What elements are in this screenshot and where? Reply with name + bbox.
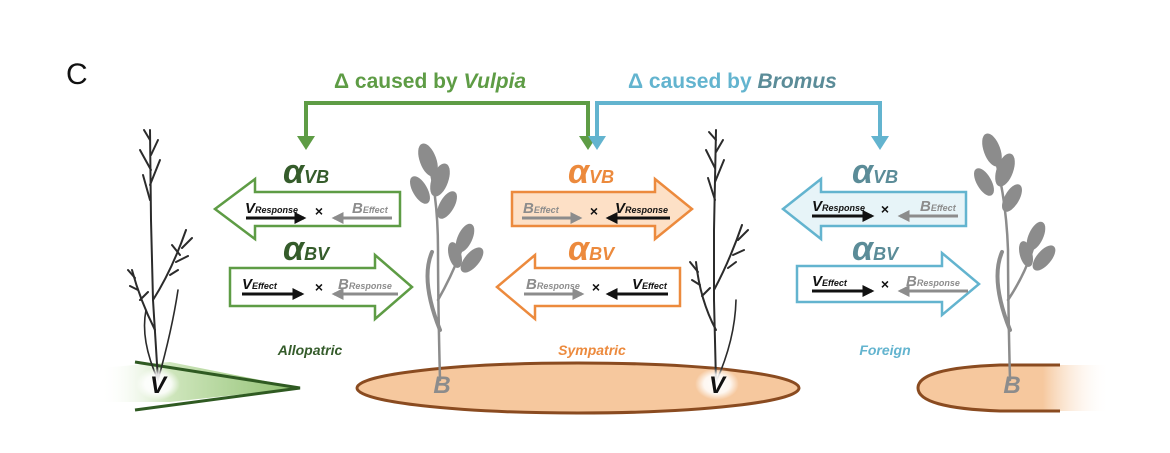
ground-allopatric [100, 360, 301, 412]
allopatric-vb-times: × [315, 203, 323, 219]
allopatric-vb-right-term: BEffect [352, 200, 389, 217]
ground-label-bromus-foreign: B [1003, 372, 1020, 399]
sympatric-alpha-bv: αBV [568, 230, 616, 268]
sympatric-bv-left-term: BResponse [526, 276, 580, 293]
foreign-bv-times: × [881, 276, 889, 292]
ground-label-vulpia-sympatric: V [709, 372, 727, 399]
foreign-vb-times: × [881, 201, 889, 217]
allopatric-vb-arrow [212, 176, 402, 242]
sympatric-vb-left-term: BEffect [523, 200, 560, 217]
bromus-connector-arrowhead-left [588, 136, 606, 150]
bromus-connector [595, 101, 882, 138]
header-vulpia: Δ caused by Vulpia [334, 70, 526, 93]
foreign-bv-right-term: BResponse [906, 273, 960, 290]
foreign-bv-arrow [795, 250, 981, 318]
allopatric-bv-left-term: VEffect [242, 276, 278, 293]
sympatric-label: Sympatric [558, 342, 626, 358]
allopatric-bv-right-term: BResponse [338, 276, 392, 293]
sympatric-vb-times: × [590, 203, 598, 219]
bromus-plant-right [974, 133, 1056, 382]
vulpia-plant-left [127, 129, 193, 381]
sympatric-vb-right-term: VResponse [615, 200, 668, 217]
allopatric-alpha-bv: αBV [283, 230, 331, 268]
ground-label-vulpia-allopatric: V [150, 372, 168, 399]
foreign-alpha-bv: αBV [852, 230, 900, 268]
header-bromus-species: Bromus [757, 70, 836, 93]
vulpia-connector-arrowhead-left [297, 136, 315, 150]
sympatric-bv-times: × [592, 279, 600, 295]
panel-allopatric: αVB VResponse × BEffect αBV VEffect × BR… [212, 153, 414, 358]
foreign-vb-arrow [780, 176, 968, 242]
allopatric-vb-left-term: VResponse [245, 200, 298, 217]
panel-sympatric: αVB BEffect × VResponse αBV BResponse × … [495, 153, 694, 358]
foreign-vb-right-term: BEffect [920, 198, 957, 215]
bromus-connector-arrowhead-right [871, 136, 889, 150]
ground-label-bromus-sympatric: B [433, 372, 450, 399]
foreign-bv-left-term: VEffect [812, 273, 848, 290]
sympatric-vb-arrow [510, 176, 694, 242]
allopatric-bv-times: × [315, 279, 323, 295]
panel-foreign: αVB VResponse × BEffect αBV VEffect × BR… [780, 153, 981, 358]
panel-label: C [66, 58, 88, 91]
foreign-label: Foreign [859, 342, 910, 358]
vulpia-plant-right [689, 129, 749, 383]
bromus-plant-left [410, 143, 484, 382]
foreign-vb-left-term: VResponse [812, 198, 865, 215]
header-vulpia-species: Vulpia [463, 70, 526, 93]
foreign-alpha-vb: αVB [852, 153, 898, 191]
ground-foreign [916, 363, 1110, 413]
header-vulpia-prefix: Δ caused by [334, 70, 463, 93]
header-bromus-prefix: Δ caused by [628, 70, 757, 93]
header-bromus: Δ caused by Bromus [628, 70, 837, 93]
allopatric-bv-arrow [228, 252, 414, 322]
sympatric-alpha-vb: αVB [568, 153, 614, 191]
sympatric-bv-right-term: VEffect [632, 276, 668, 293]
vulpia-connector [304, 101, 590, 138]
ground-sympatric [355, 361, 801, 415]
sympatric-bv-arrow [495, 252, 682, 322]
allopatric-alpha-vb: αVB [283, 153, 329, 191]
allopatric-label: Allopatric [277, 342, 343, 358]
